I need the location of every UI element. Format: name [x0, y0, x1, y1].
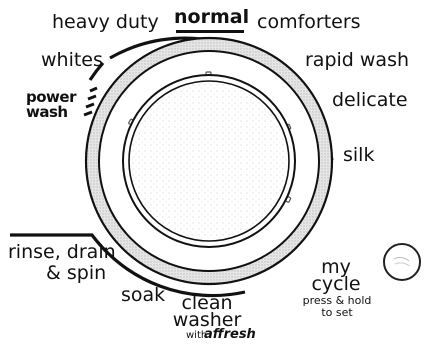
- power-wash-indicator: [84, 88, 97, 115]
- my-cycle-button-icon: [385, 245, 419, 279]
- cycle-whites[interactable]: whites: [41, 51, 103, 70]
- normal-underline: [176, 30, 244, 33]
- cycle-rinse-drain-spin-line2: & spin: [46, 264, 106, 283]
- my-cycle-button[interactable]: [383, 243, 421, 281]
- cycle-heavy-duty[interactable]: heavy duty: [52, 13, 159, 32]
- affresh-logo: affresh: [204, 328, 256, 341]
- cycle-comforters[interactable]: comforters: [257, 13, 361, 32]
- my-cycle-line2: cycle: [302, 275, 370, 294]
- my-cycle-hint1: press & hold: [297, 295, 377, 306]
- cycle-normal[interactable]: normal: [174, 8, 249, 27]
- power-wash-line2: wash: [26, 105, 76, 120]
- cycle-delicate[interactable]: delicate: [332, 91, 408, 110]
- cycle-rinse-drain-spin-line1[interactable]: rinse, drain: [8, 243, 116, 262]
- cycle-silk[interactable]: silk: [343, 146, 374, 165]
- power-wash-label[interactable]: power wash: [26, 90, 76, 120]
- cycle-rapid-wash[interactable]: rapid wash: [305, 51, 409, 70]
- my-cycle-hint2: to set: [297, 307, 377, 318]
- cycle-soak[interactable]: soak: [121, 286, 165, 305]
